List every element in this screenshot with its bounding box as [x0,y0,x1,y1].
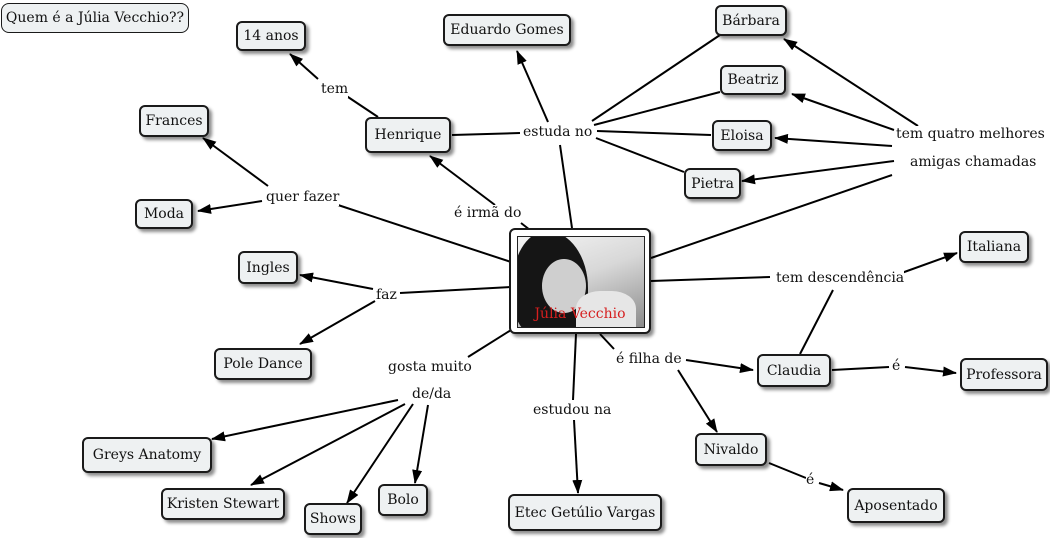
node-ingles[interactable]: Ingles [238,251,298,284]
node-barbara[interactable]: Bárbara [715,5,787,36]
node-frances[interactable]: Frances [139,105,209,137]
line-center-filha [600,334,614,349]
node-eloisa[interactable]: Eloisa [712,120,772,151]
link-irma-do: é irmã do [454,205,521,222]
line-center-gosta [468,330,511,357]
node-shows[interactable]: Shows [304,503,362,535]
map-title: Quem é a Júlia Vecchio?? [1,3,189,33]
node-etec-getulio-vargas[interactable]: Etec Getúlio Vargas [508,494,662,531]
node-14-anos[interactable]: 14 anos [236,21,306,51]
link-estudou-na: estudou na [533,402,611,419]
line-center-desc [651,277,770,281]
node-italiana[interactable]: Italiana [959,231,1029,263]
center-node[interactable]: Júlia Vecchio [509,228,651,334]
node-kristen-stewart[interactable]: Kristen Stewart [161,488,285,520]
node-moda[interactable]: Moda [135,199,193,229]
link-de-da: de/da [412,386,451,403]
node-pole-dance[interactable]: Pole Dance [214,348,312,380]
link-e-filha-de: é filha de [616,351,682,368]
link-tem-quatro-melhores: tem quatro melhores [896,126,1045,143]
link-tem: tem [321,81,348,98]
link-faz: faz [376,287,397,304]
line-center-estuda [560,145,572,228]
center-label: Júlia Vecchio [511,306,649,322]
node-nivaldo[interactable]: Nivaldo [695,433,767,466]
link-e-professora: é [892,358,900,375]
link-quer-fazer: quer fazer [266,189,339,206]
line-center-estudou [573,334,576,400]
node-professora[interactable]: Professora [960,358,1048,391]
node-bolo[interactable]: Bolo [378,484,428,516]
link-amigas-chamadas: amigas chamadas [910,154,1036,171]
node-henrique[interactable]: Henrique [365,117,451,153]
link-estuda-no: estuda no [523,124,592,141]
link-gosta-muito: gosta muito [388,359,472,376]
line-center-faz [400,287,511,293]
node-pietra[interactable]: Pietra [684,168,741,199]
node-claudia[interactable]: Claudia [757,354,831,387]
link-tem-descendencia: tem descendência [776,270,904,287]
node-aposentado[interactable]: Aposentado [847,488,945,523]
link-e-aposentado: é [806,472,814,489]
node-greys-anatomy[interactable]: Greys Anatomy [82,437,212,473]
node-eduardo-gomes[interactable]: Eduardo Gomes [443,14,571,46]
node-beatriz[interactable]: Beatriz [720,65,786,95]
